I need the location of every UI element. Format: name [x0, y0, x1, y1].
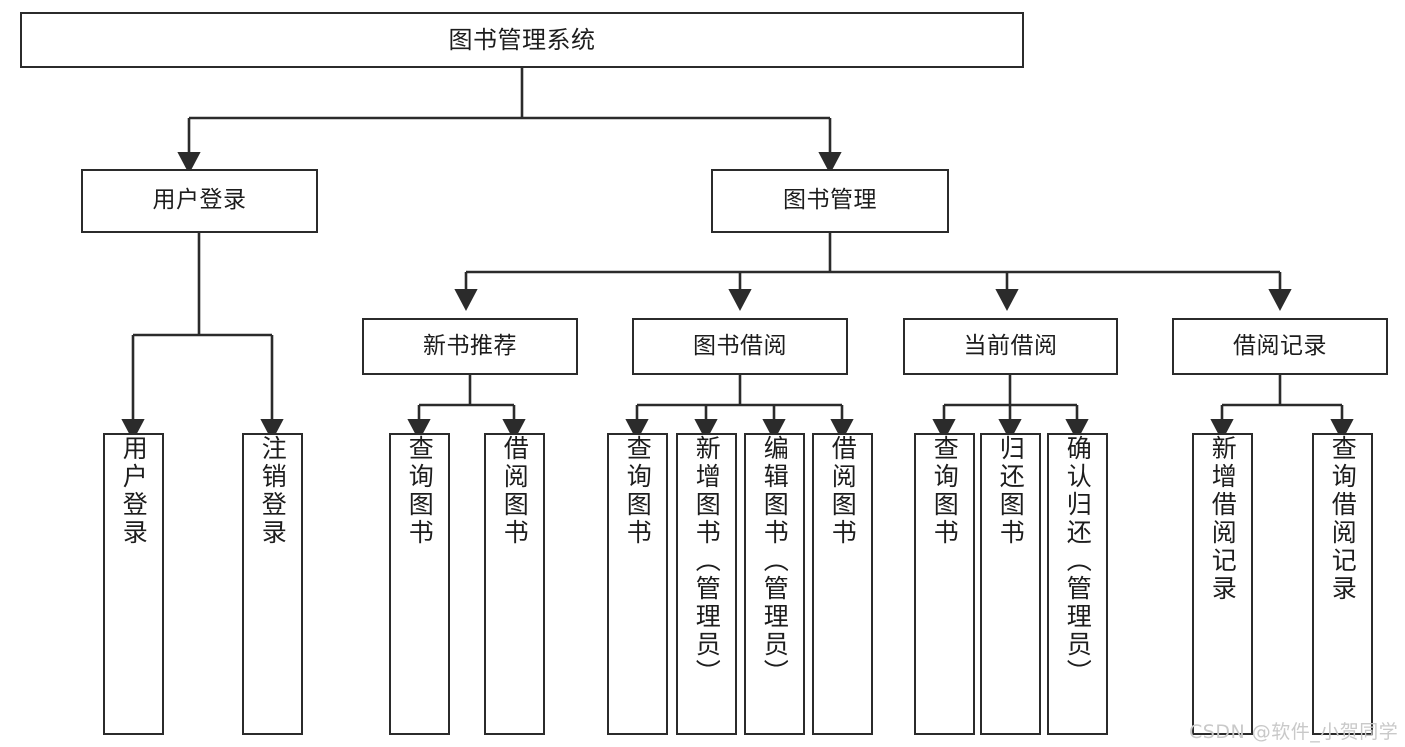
leaf-user-login[interactable]: 用户登录 [103, 433, 164, 735]
node-label: 用户登录 [152, 187, 247, 214]
leaf-add-book-admin[interactable]: 新增图书（管理员） [676, 433, 737, 735]
node-label: 借阅图书 [500, 435, 530, 547]
node-label: 编辑图书（管理员） [760, 435, 790, 687]
leaf-confirm-return-admin[interactable]: 确认归还（管理员） [1047, 433, 1108, 735]
node-book-borrow[interactable]: 图书借阅 [632, 318, 848, 375]
node-label: 借阅图书 [828, 435, 858, 547]
node-label: 注销登录 [258, 435, 288, 547]
node-label: 新增图书（管理员） [692, 435, 722, 687]
node-label: 图书借阅 [693, 332, 787, 359]
watermark-text: CSDN @软件_小贺同学 [1189, 721, 1399, 743]
leaf-query-book-new[interactable]: 查询图书 [389, 433, 450, 735]
node-label: 图书管理系统 [448, 25, 596, 54]
node-book-management[interactable]: 图书管理 [711, 169, 949, 233]
node-label: 当前借阅 [963, 332, 1058, 359]
leaf-query-book-borrow[interactable]: 查询图书 [607, 433, 668, 735]
leaf-query-book-current[interactable]: 查询图书 [914, 433, 975, 735]
node-label: 归还图书 [996, 435, 1026, 547]
node-label: 查询图书 [405, 435, 435, 547]
node-new-book-recommend[interactable]: 新书推荐 [362, 318, 578, 375]
leaf-add-borrow-record[interactable]: 新增借阅记录 [1192, 433, 1253, 735]
node-label: 图书管理 [783, 187, 877, 214]
leaf-borrow-book[interactable]: 借阅图书 [812, 433, 873, 735]
node-user-login[interactable]: 用户登录 [81, 169, 318, 233]
leaf-query-borrow-record[interactable]: 查询借阅记录 [1312, 433, 1373, 735]
node-label: 借阅记录 [1233, 332, 1327, 359]
node-current-borrow[interactable]: 当前借阅 [903, 318, 1118, 375]
node-borrow-records[interactable]: 借阅记录 [1172, 318, 1388, 375]
node-label: 新增借阅记录 [1208, 435, 1238, 603]
node-label: 用户登录 [119, 435, 149, 547]
node-label: 新书推荐 [423, 332, 517, 359]
node-label: 查询图书 [930, 435, 960, 547]
leaf-return-book[interactable]: 归还图书 [980, 433, 1041, 735]
leaf-logout[interactable]: 注销登录 [242, 433, 303, 735]
node-label: 查询图书 [623, 435, 653, 547]
leaf-borrow-book-new[interactable]: 借阅图书 [484, 433, 545, 735]
node-root-system[interactable]: 图书管理系统 [20, 12, 1024, 68]
node-label: 确认归还（管理员） [1063, 435, 1093, 687]
leaf-edit-book-admin[interactable]: 编辑图书（管理员） [744, 433, 805, 735]
node-label: 查询借阅记录 [1328, 435, 1358, 603]
